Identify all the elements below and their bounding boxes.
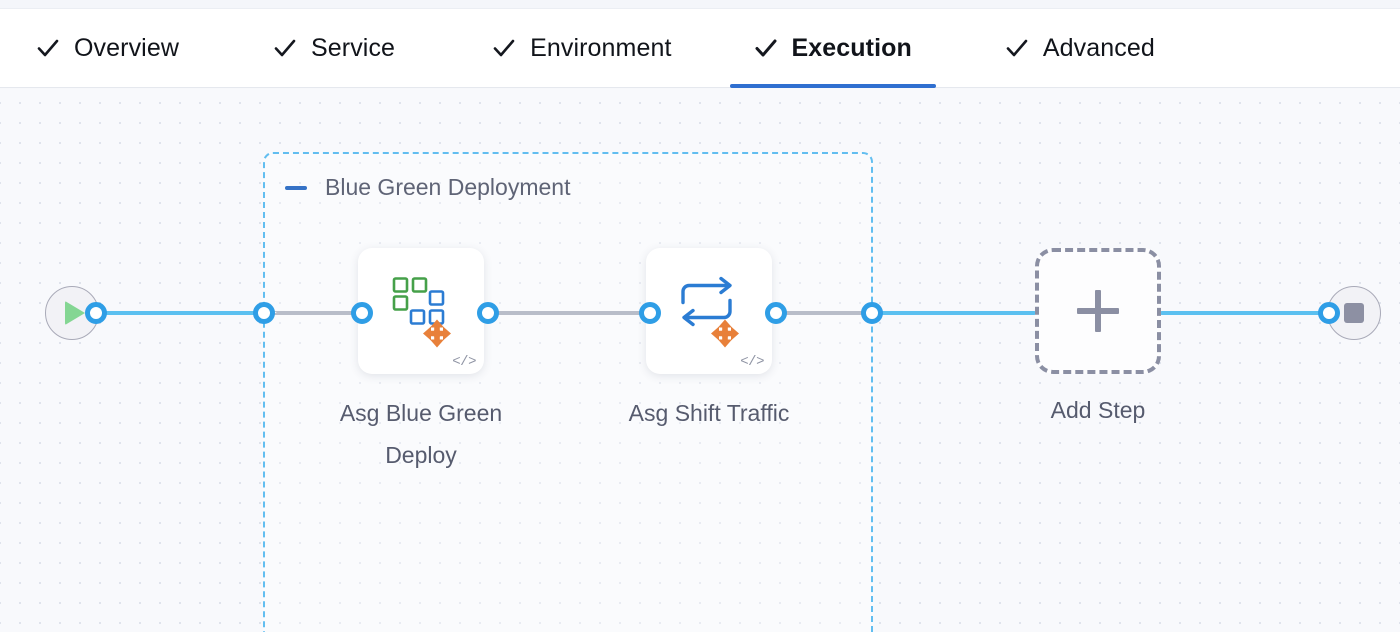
play-icon <box>65 301 85 325</box>
port-step2-in[interactable] <box>639 302 661 324</box>
step-node-asg-blue-green-deploy[interactable]: </> <box>358 248 484 374</box>
plus-icon <box>1077 290 1119 332</box>
step-group-blue-green-deployment[interactable] <box>263 152 873 632</box>
pipeline-tab-bar: Overview Service Environment <box>0 8 1400 88</box>
check-icon <box>1005 36 1029 60</box>
tab-advanced[interactable]: Advanced <box>1005 9 1155 87</box>
step-node-asg-shift-traffic[interactable]: </> <box>646 248 772 374</box>
edge-group-in-to-step1 <box>272 311 364 315</box>
tab-underline-active <box>729 84 936 88</box>
check-icon <box>36 36 60 60</box>
check-icon <box>492 36 516 60</box>
minus-icon[interactable] <box>285 185 307 190</box>
port-group-out[interactable] <box>861 302 883 324</box>
tab-label: Service <box>311 33 396 62</box>
step-label-asg-shift-traffic: Asg Shift Traffic <box>628 400 790 426</box>
asg-blue-green-deploy-icon <box>382 270 460 353</box>
step-group-header: Blue Green Deployment <box>285 174 570 201</box>
pipeline-start-node[interactable] <box>45 286 99 340</box>
tab-label: Advanced <box>1042 33 1155 62</box>
port-end-in[interactable] <box>1318 302 1340 324</box>
port-step2-out[interactable] <box>765 302 787 324</box>
edge-group-to-add-step <box>872 311 1036 315</box>
code-badge-icon: </> <box>452 354 476 370</box>
step-group-title: Blue Green Deployment <box>325 174 571 200</box>
step-label-asg-blue-green-deploy: Asg Blue Green Deploy <box>339 400 503 468</box>
tab-label: Environment <box>530 33 672 62</box>
add-step-label: Add Step <box>1050 397 1146 423</box>
port-step1-out[interactable] <box>477 302 499 324</box>
tab-label: Overview <box>74 33 179 62</box>
tab-underline <box>36 84 179 88</box>
window-top-strip <box>0 0 1400 8</box>
stop-icon <box>1344 303 1364 323</box>
asg-shift-traffic-icon <box>670 270 748 353</box>
check-icon <box>754 36 778 60</box>
code-badge-icon: </> <box>740 354 764 370</box>
tab-execution[interactable]: Execution <box>729 9 936 88</box>
edge-step1-to-step2 <box>482 311 652 315</box>
check-icon <box>273 36 297 60</box>
tab-underline <box>492 84 671 88</box>
edge-step2-to-group-out <box>770 311 874 315</box>
tab-underline <box>1005 84 1155 88</box>
edge-start-to-group <box>96 311 268 315</box>
port-group-in[interactable] <box>253 302 275 324</box>
tab-list: Overview Service Environment <box>0 9 1155 88</box>
tab-underline <box>273 84 395 88</box>
add-step-button[interactable] <box>1035 248 1161 374</box>
edge-add-step-to-end <box>1160 311 1328 315</box>
tab-service[interactable]: Service <box>273 9 395 87</box>
tab-environment[interactable]: Environment <box>492 9 671 87</box>
port-step1-in[interactable] <box>351 302 373 324</box>
tab-overview[interactable]: Overview <box>36 9 179 87</box>
tab-label: Execution <box>791 33 912 62</box>
port-start-out[interactable] <box>85 302 107 324</box>
execution-canvas[interactable]: Blue Green Deployment <box>0 89 1400 632</box>
